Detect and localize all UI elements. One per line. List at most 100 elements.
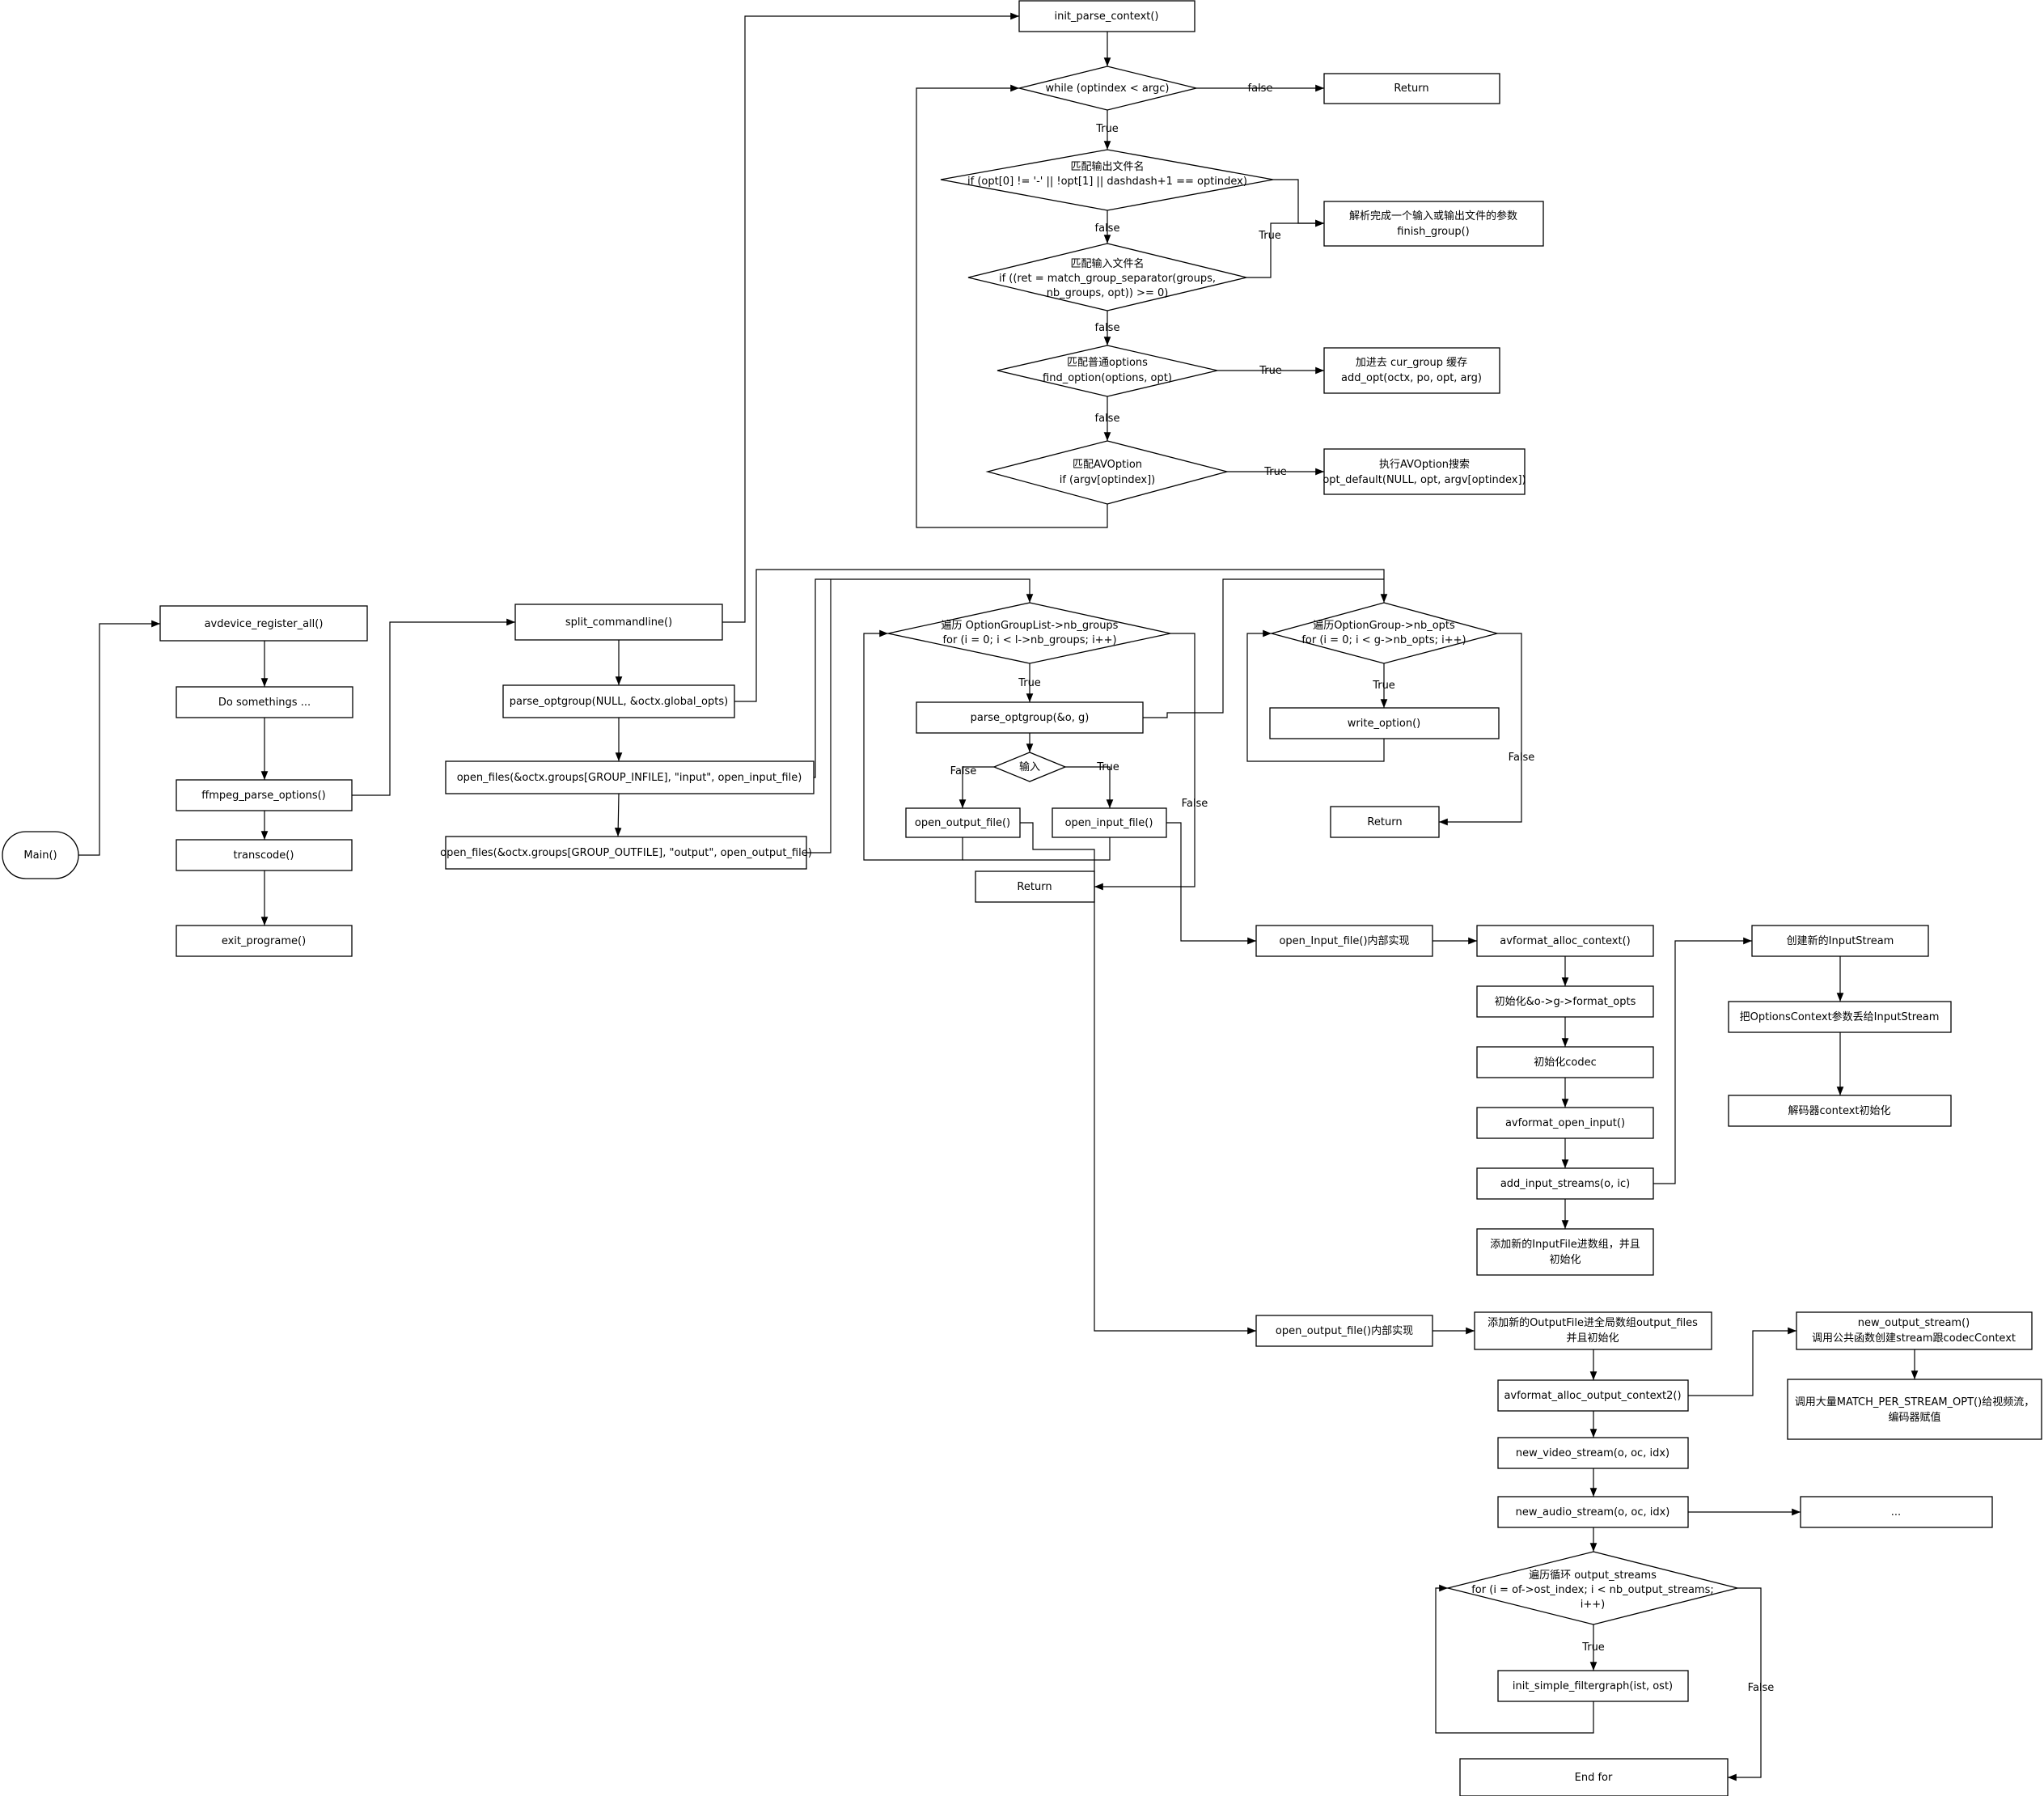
node-open-input-impl-label: open_Input_file()内部实现: [1279, 934, 1409, 947]
node-open-output-impl[interactable]: open_output_file()内部实现: [1255, 1315, 1433, 1347]
node-match-options[interactable]: 匹配普通options find_option(options, opt): [997, 345, 1218, 397]
node-while-optindex[interactable]: while (optindex < argc): [1018, 66, 1197, 111]
label-matchout-false: false: [1095, 222, 1120, 235]
node-transcode-label: transcode(): [234, 849, 294, 862]
node-opt-default[interactable]: 执行AVOption搜索 opt_default(NULL, opt, argv…: [1322, 448, 1526, 495]
node-match-input-line2: if ((ret = match_group_separator(groups,: [999, 273, 1216, 285]
node-return-mid[interactable]: Return: [975, 870, 1095, 903]
node-iter-opts-line1: 遍历OptionGroup->nb_opts: [1313, 619, 1455, 632]
node-pass-options[interactable]: 把OptionsContext参数丢给InputStream: [1728, 1001, 1952, 1033]
node-add-inputfile-line1: 添加新的InputFile进数组，并且: [1490, 1238, 1640, 1251]
node-parse-optgroup-o[interactable]: parse_optgroup(&o, g): [916, 701, 1144, 734]
node-match-avoption[interactable]: 匹配AVOption if (argv[optindex]): [985, 440, 1229, 505]
node-iter-groups-line1: 遍历 OptionGroupList->nb_groups: [942, 619, 1119, 632]
node-add-opt-line2: add_opt(octx, po, opt, arg): [1341, 372, 1482, 384]
node-decoder-init[interactable]: 解码器context初始化: [1728, 1095, 1952, 1127]
node-open-output-file[interactable]: open_output_file(): [905, 807, 1021, 838]
node-new-video-stream[interactable]: new_video_stream(o, oc, idx): [1497, 1437, 1689, 1469]
node-split-commandline-label: split_commandline(): [565, 616, 672, 629]
node-create-inputstream[interactable]: 创建新的InputStream: [1751, 925, 1929, 957]
node-finish-group[interactable]: 解析完成一个输入或输出文件的参数 finish_group(): [1323, 201, 1544, 247]
label-while-false: false: [1248, 83, 1273, 95]
node-do-somethings[interactable]: Do somethings ...: [176, 686, 353, 718]
node-avdevice-register[interactable]: avdevice_register_all(): [159, 605, 368, 642]
node-match-per-stream-line2: 编码器赋值: [1888, 1411, 1940, 1424]
label-matchin-true: True: [1258, 230, 1281, 242]
node-match-input-line1: 匹配输入文件名: [1070, 257, 1144, 270]
node-match-output[interactable]: 匹配输出文件名 if (opt[0] != '-' || !opt[1] || …: [940, 149, 1274, 211]
edge-matchout-finish: [1273, 179, 1324, 227]
node-open-files-infile[interactable]: open_files(&octx.groups[GROUP_INFILE], "…: [445, 760, 815, 794]
label-ostreams-false: False: [1748, 1682, 1775, 1694]
node-main[interactable]: Main(): [2, 831, 79, 879]
node-iter-groups[interactable]: 遍历 OptionGroupList->nb_groups for (i = 0…: [887, 602, 1171, 664]
node-match-per-stream-line1: 调用大量MATCH_PER_STREAM_OPT()给视频流，: [1795, 1396, 2034, 1408]
node-add-opt-line1: 加进去 cur_group 缓存: [1356, 357, 1467, 369]
edge-openin-impl: [1166, 822, 1256, 945]
node-new-output-stream[interactable]: new_output_stream() 调用公共函数创建stream跟codec…: [1796, 1311, 2033, 1350]
node-open-input-file-label: open_input_file(): [1065, 817, 1153, 829]
label-groups-true: True: [1018, 677, 1041, 689]
node-is-input[interactable]: 输入: [992, 752, 1067, 782]
node-iter-opts-line2: for (i = 0; i < g->nb_opts; i++): [1301, 634, 1466, 646]
node-open-input-impl[interactable]: open_Input_file()内部实现: [1255, 925, 1433, 957]
node-iter-output-streams-line3: i++): [1581, 1599, 1605, 1611]
node-open-input-file[interactable]: open_input_file(): [1052, 807, 1167, 838]
node-add-outputfile[interactable]: 添加新的OutputFile进全局数组output_files 并且初始化: [1474, 1311, 1712, 1350]
node-split-commandline[interactable]: split_commandline(): [514, 604, 723, 641]
node-new-video-stream-label: new_video_stream(o, oc, idx): [1516, 1447, 1669, 1459]
node-add-input-streams[interactable]: add_input_streams(o, ic): [1476, 1167, 1654, 1200]
node-parse-optgroup-global-label: parse_optgroup(NULL, &octx.global_opts): [510, 696, 728, 708]
node-exit-programe-label: exit_programe(): [222, 935, 306, 947]
node-ffmpeg-parse-options[interactable]: ffmpeg_parse_options(): [176, 779, 353, 811]
node-add-inputfile[interactable]: 添加新的InputFile进数组，并且 初始化: [1476, 1228, 1654, 1276]
edge-ffmpeg-split: [352, 618, 515, 796]
node-init-parse-context[interactable]: init_parse_context(): [1018, 0, 1196, 32]
node-write-option-label: write_option(): [1348, 718, 1420, 730]
node-iter-output-streams[interactable]: 遍历循环 output_streams for (i = of->ost_ind…: [1447, 1551, 1738, 1625]
node-write-option[interactable]: write_option(): [1269, 707, 1500, 739]
label-groups-false: False: [1182, 798, 1208, 810]
node-is-input-label: 输入: [1019, 760, 1040, 773]
node-parse-optgroup-global[interactable]: parse_optgroup(NULL, &octx.global_opts): [502, 684, 735, 718]
label-avopt-true: True: [1263, 466, 1287, 478]
node-avformat-alloc-context[interactable]: avformat_alloc_context(): [1476, 925, 1654, 957]
node-new-audio-stream[interactable]: new_audio_stream(o, oc, idx): [1497, 1496, 1689, 1528]
node-avformat-open-input[interactable]: avformat_open_input(): [1476, 1107, 1654, 1139]
node-init-codec[interactable]: 初始化codec: [1476, 1046, 1654, 1078]
node-init-filtergraph[interactable]: init_simple_filtergraph(ist, ost): [1497, 1670, 1689, 1702]
node-exit-programe[interactable]: exit_programe(): [176, 925, 353, 957]
node-while-optindex-label: while (optindex < argc): [1046, 83, 1170, 95]
node-open-files-outfile[interactable]: open_files(&octx.groups[GROUP_OUTFILE], …: [440, 836, 812, 870]
edge-isinput-openin: [1065, 766, 1114, 808]
edge-nbopts-return: [1439, 633, 1522, 826]
node-add-inputfile-line2: 初始化: [1549, 1254, 1581, 1266]
node-parse-optgroup-o-label: parse_optgroup(&o, g): [971, 712, 1090, 724]
node-add-opt[interactable]: 加进去 cur_group 缓存 add_opt(octx, po, opt, …: [1323, 347, 1500, 394]
node-return-top[interactable]: Return: [1323, 73, 1500, 104]
node-match-options-line1: 匹配普通options: [1067, 357, 1148, 369]
node-new-output-stream-line2: 调用公共函数创建stream跟codecContext: [1812, 1332, 2016, 1345]
node-iter-opts[interactable]: 遍历OptionGroup->nb_opts for (i = 0; i < g…: [1269, 602, 1500, 664]
edge-openout-impl: [1020, 822, 1256, 1335]
node-new-audio-stream-label: new_audio_stream(o, oc, idx): [1516, 1506, 1670, 1519]
node-match-per-stream[interactable]: 调用大量MATCH_PER_STREAM_OPT()给视频流， 编码器赋值: [1787, 1379, 2042, 1440]
node-transcode[interactable]: transcode(): [176, 839, 353, 871]
node-open-files-outfile-label: open_files(&octx.groups[GROUP_OUTFILE], …: [440, 847, 812, 859]
node-ellipsis[interactable]: ...: [1800, 1496, 1993, 1528]
node-do-somethings-label: Do somethings ...: [218, 697, 311, 709]
node-return-right-label: Return: [1367, 816, 1402, 828]
node-add-outputfile-line2: 并且初始化: [1566, 1332, 1619, 1345]
node-end-for[interactable]: End for: [1459, 1758, 1729, 1796]
node-return-right[interactable]: Return: [1330, 806, 1440, 838]
node-end-for-label: End for: [1575, 1772, 1613, 1784]
node-init-format-opts[interactable]: 初始化&o->g->format_opts: [1476, 985, 1654, 1018]
node-avformat-alloc-output[interactable]: avformat_alloc_output_context2(): [1497, 1379, 1689, 1412]
node-return-mid-label: Return: [1017, 881, 1052, 893]
node-open-output-impl-label: open_output_file()内部实现: [1276, 1324, 1413, 1337]
node-init-codec-label: 初始化codec: [1534, 1057, 1597, 1069]
node-match-input[interactable]: 匹配输入文件名 if ((ret = match_group_separator…: [967, 243, 1247, 311]
node-match-options-line2: find_option(options, opt): [1043, 372, 1172, 384]
